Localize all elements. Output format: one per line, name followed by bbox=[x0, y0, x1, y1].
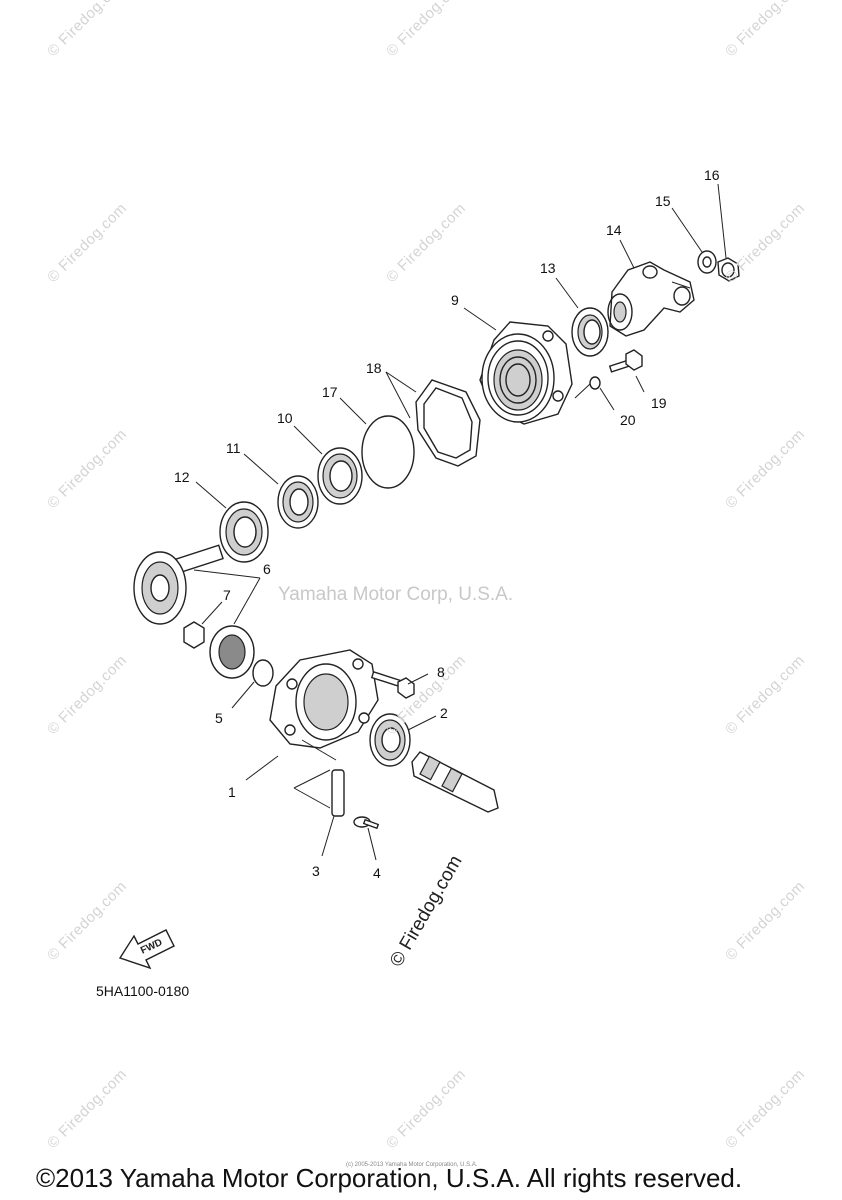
part-number-label: 9 bbox=[451, 292, 459, 308]
part-number-label: 6 bbox=[263, 561, 271, 577]
part-number-label: 1 bbox=[228, 784, 236, 800]
part-number-label: 7 bbox=[223, 587, 231, 603]
part-9-bearing-housing bbox=[479, 321, 573, 425]
part-number-label: 11 bbox=[226, 440, 241, 456]
part-20-washer bbox=[589, 376, 601, 390]
part-number-label: 10 bbox=[277, 410, 293, 426]
part-8-bolt bbox=[370, 670, 415, 699]
part-6-gear-set bbox=[133, 544, 255, 679]
part-2-bearing bbox=[369, 713, 411, 767]
part-1-gear-case bbox=[269, 649, 379, 749]
part-number-label: 13 bbox=[540, 260, 556, 276]
part-17-o-ring bbox=[361, 415, 415, 489]
center-watermark: Yamaha Motor Corp, U.S.A. bbox=[278, 584, 514, 605]
part-number-label: 3 bbox=[312, 863, 320, 879]
part-16-nut bbox=[717, 257, 740, 282]
part-number-label: 15 bbox=[655, 193, 671, 209]
part-number-label: 18 bbox=[366, 360, 382, 376]
part-13-oil-seal bbox=[571, 307, 609, 357]
part-4-screw bbox=[353, 816, 380, 830]
pinion-shaft bbox=[411, 751, 499, 813]
part-7-nut bbox=[183, 621, 205, 649]
fwd-arrow-icon: FWD bbox=[118, 929, 175, 970]
part-number-label: 16 bbox=[704, 167, 720, 183]
part-19-bolt bbox=[608, 349, 643, 373]
part-number-label: 2 bbox=[440, 705, 448, 721]
part-14-yoke bbox=[607, 261, 695, 337]
part-number-label: 14 bbox=[606, 222, 622, 238]
part-10-bearing bbox=[317, 447, 363, 505]
fine-print: (c) 2005-2013 Yamaha Motor Corporation, … bbox=[346, 1162, 478, 1168]
copyright-notice: ©2013 Yamaha Motor Corporation, U.S.A. A… bbox=[36, 1163, 743, 1193]
diagram-code: 5HA1100-0180 bbox=[96, 983, 190, 999]
leader-lines bbox=[193, 183, 727, 861]
part-number-label: 8 bbox=[437, 664, 445, 680]
part-number-label: 5 bbox=[215, 710, 223, 726]
part-number-label: 20 bbox=[620, 412, 636, 428]
part-3-lock-plate bbox=[331, 769, 345, 817]
part-15-washer bbox=[697, 250, 717, 274]
part-18-gasket bbox=[415, 379, 481, 467]
part-number-label: 19 bbox=[651, 395, 667, 411]
part-5-shim bbox=[252, 659, 274, 687]
part-number-label: 4 bbox=[373, 865, 381, 881]
part-number-label: 12 bbox=[174, 469, 190, 485]
part-12-bearing bbox=[219, 501, 269, 563]
part-number-label: 17 bbox=[322, 384, 338, 400]
part-11-bearing bbox=[277, 475, 319, 529]
